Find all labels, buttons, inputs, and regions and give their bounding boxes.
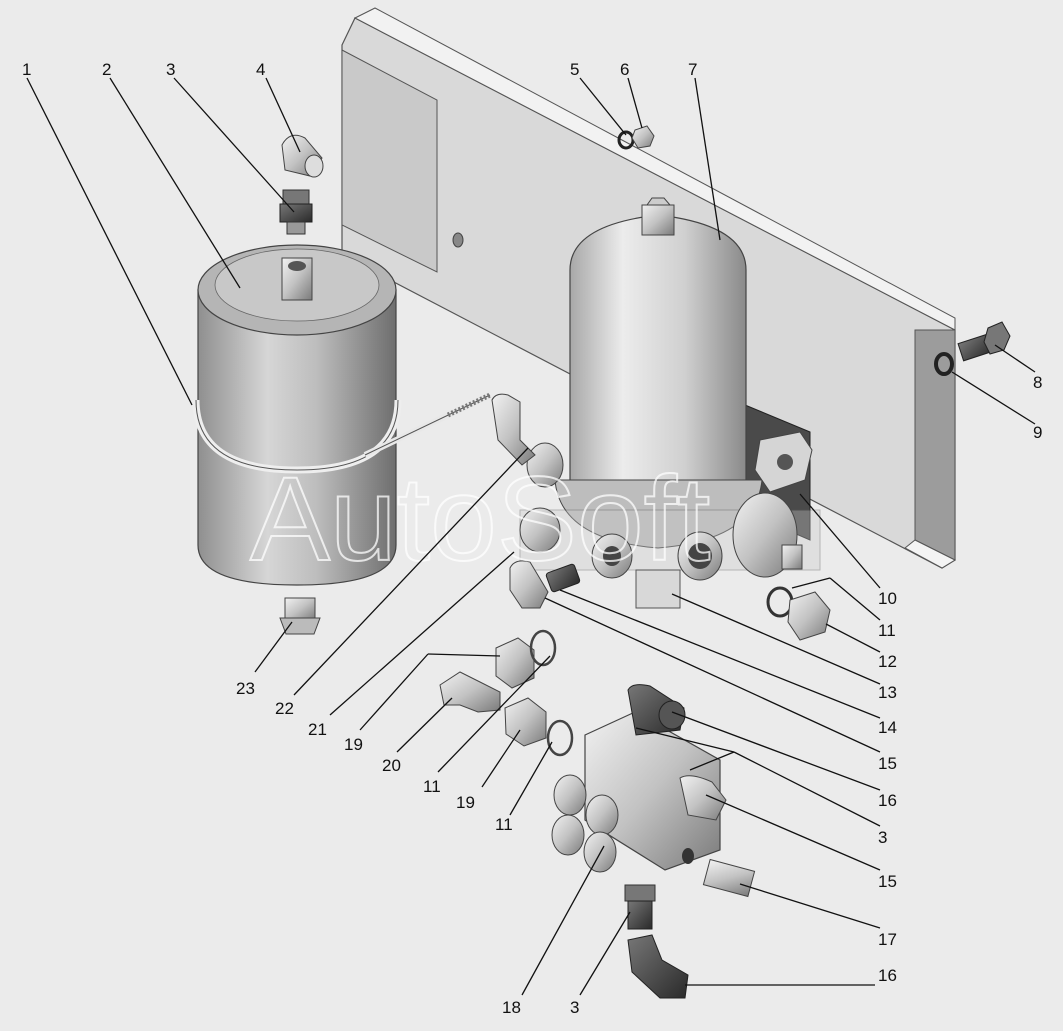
oring-11-right xyxy=(766,586,794,618)
callout-20: 20 xyxy=(382,756,401,775)
callout-19-upper: 19 xyxy=(344,735,363,754)
callout-8: 8 xyxy=(1033,373,1042,392)
fitting-19-lower xyxy=(504,697,574,757)
callout-10: 10 xyxy=(878,589,897,608)
nut-6-washer-5 xyxy=(617,125,655,150)
fitting-14 xyxy=(545,563,581,593)
callout-23: 23 xyxy=(236,679,255,698)
fitting-3-lower xyxy=(624,884,656,930)
callout-5: 5 xyxy=(570,60,579,79)
callout-18: 18 xyxy=(502,998,521,1017)
bolt-8 xyxy=(957,321,1011,362)
callout-7: 7 xyxy=(688,60,697,79)
elbow-15-left xyxy=(509,560,549,609)
fitting-3-top xyxy=(279,189,313,235)
leader-lines xyxy=(26,77,1036,996)
receiver-tank xyxy=(192,244,492,586)
elbow-16-lower xyxy=(627,934,689,999)
callout-3-valve: 3 xyxy=(878,828,887,847)
callout-11-mid: 11 xyxy=(423,777,441,796)
callout-13: 13 xyxy=(878,683,897,702)
callout-16: 16 xyxy=(878,791,897,810)
callout-3: 3 xyxy=(166,60,175,79)
callout-22: 22 xyxy=(275,699,294,718)
callout-17: 17 xyxy=(878,930,897,949)
callout-4: 4 xyxy=(256,60,265,79)
callout-16-lower: 16 xyxy=(878,966,897,985)
callout-14: 14 xyxy=(878,718,897,737)
callout-11: 11 xyxy=(878,621,896,640)
air-dryer xyxy=(519,197,821,609)
elbow-fitting-4 xyxy=(281,134,324,178)
callout-6: 6 xyxy=(620,60,629,79)
callout-2: 2 xyxy=(102,60,111,79)
callout-15-valve: 15 xyxy=(878,872,897,891)
protection-valve-18 xyxy=(551,684,727,873)
callout-3-lower: 3 xyxy=(570,998,579,1017)
callout-12: 12 xyxy=(878,652,897,671)
fitting-17 xyxy=(702,858,756,898)
callout-9: 9 xyxy=(1033,423,1042,442)
callout-11-lower: 11 xyxy=(495,815,513,834)
callout-labels: 1 2 3 4 5 6 7 8 9 10 11 12 13 14 15 16 3… xyxy=(22,60,1042,1017)
callout-21: 21 xyxy=(308,720,327,739)
elbow-22 xyxy=(491,393,536,466)
plug-23 xyxy=(279,597,321,635)
watermark: AutoSoft xyxy=(250,452,710,586)
elbow-20 xyxy=(439,671,501,713)
callout-15: 15 xyxy=(878,754,897,773)
washer-9 xyxy=(934,352,954,376)
plug-12 xyxy=(787,591,831,641)
callout-1: 1 xyxy=(22,60,31,79)
callout-19-lower: 19 xyxy=(456,793,475,812)
fitting-19-upper xyxy=(495,629,557,689)
